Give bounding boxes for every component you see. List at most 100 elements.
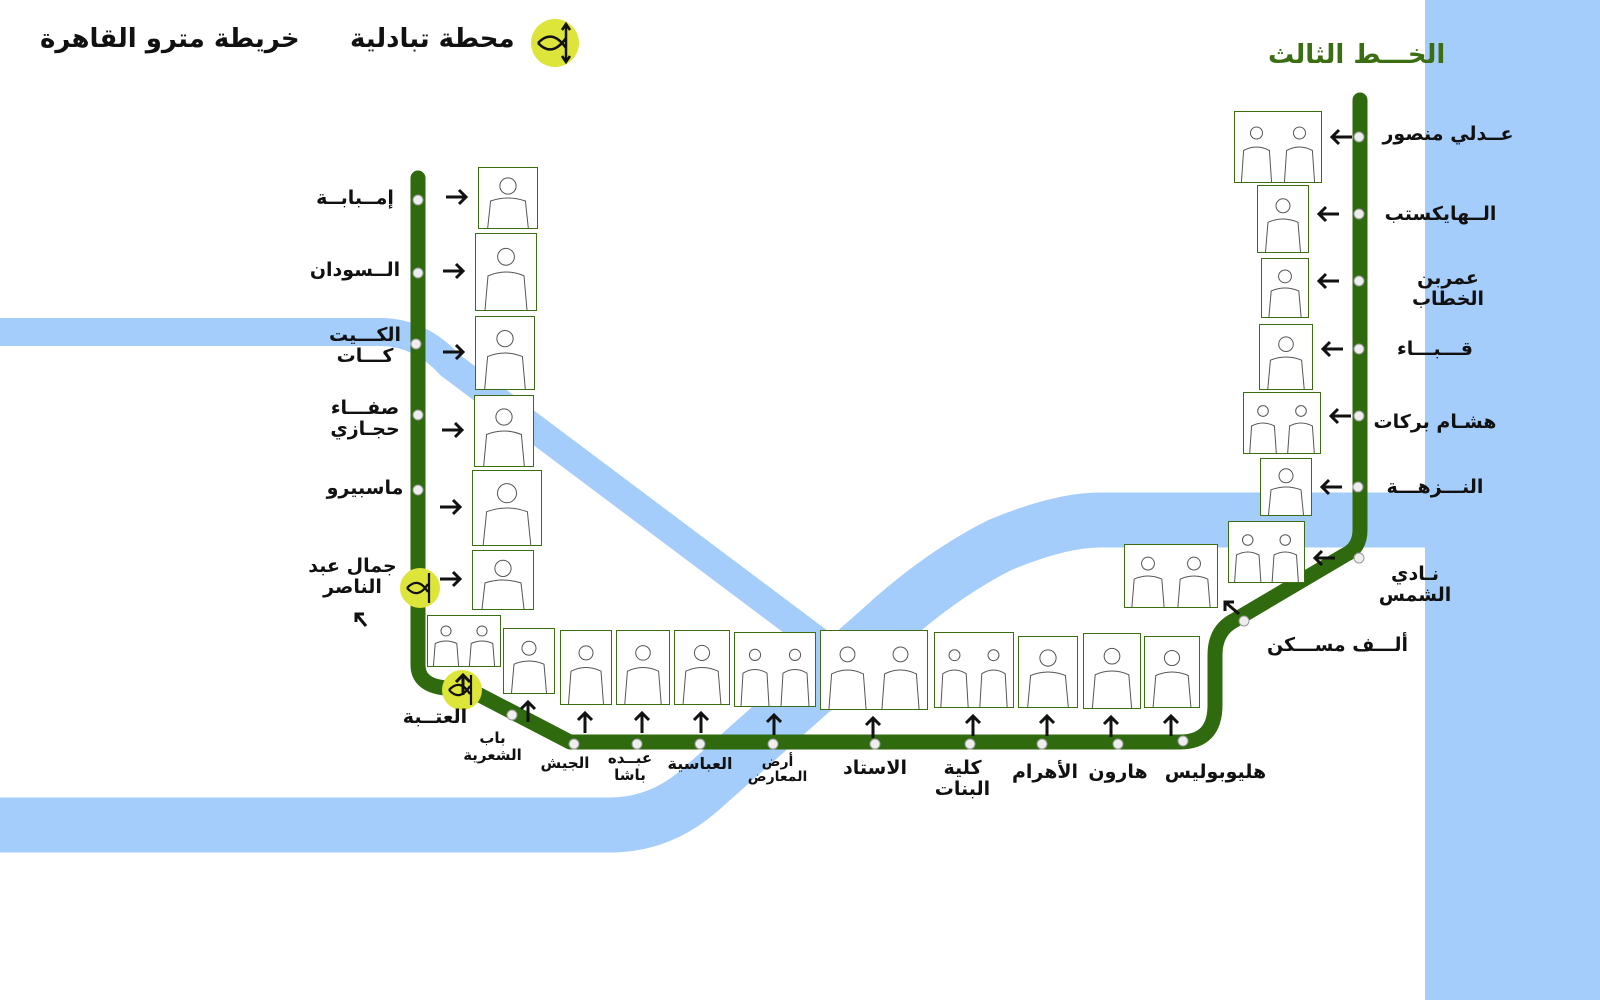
station-dot[interactable] [1353,410,1365,422]
station-dot[interactable] [506,709,518,721]
arrow-icon [1312,549,1335,567]
arrow-icon [576,710,594,733]
sign-language-illustration [934,632,1014,708]
station-dot[interactable] [1353,208,1365,220]
arrow-icon [1316,205,1339,223]
map-title: خريطة مترو القاهرة [40,24,300,54]
sign-language-illustration [474,395,534,467]
station-label[interactable]: صفـــاء حجـازي [330,397,400,440]
station-label[interactable]: عــدلي منصور [1382,123,1514,145]
station-label[interactable]: أرض المعارض [747,754,808,786]
station-dot[interactable] [964,738,976,750]
sign-language-illustration [674,630,730,705]
station-dot[interactable] [412,409,424,421]
station-label[interactable]: النـــزهـــة [1386,476,1484,498]
arrow-icon [1162,713,1180,736]
station-label[interactable]: العتــبة [402,706,468,728]
station-label[interactable]: هليوبوليس [1164,761,1267,783]
sign-language-illustration [503,628,555,694]
station-label[interactable]: الــهايكستب [1384,203,1497,225]
sign-language-illustration [1261,258,1309,318]
arrow-icon [1319,478,1342,496]
arrow-icon [454,672,472,695]
station-dot[interactable] [1352,481,1364,493]
station-label[interactable]: الاستاد [843,757,907,779]
sign-language-illustration [560,630,612,705]
station-dot[interactable] [1353,552,1365,564]
station-dot[interactable] [412,484,424,496]
interchange-icon [400,568,440,608]
sign-language-illustration [478,167,538,229]
station-label[interactable]: الجيش [540,754,590,772]
station-label[interactable]: ألـــف مســـكن [1266,634,1409,656]
arrow-icon [354,612,368,627]
station-label[interactable]: نـادي الشمس [1378,563,1452,606]
station-label[interactable]: عمربن الخطاب [1411,267,1485,310]
station-dot[interactable] [767,738,779,750]
station-label[interactable]: جمال عبد الناصر [308,555,397,598]
sign-language-illustration [1243,392,1321,454]
station-dot[interactable] [694,738,706,750]
station-label[interactable]: هشـام بركات [1373,411,1497,433]
sign-language-illustration [1260,458,1312,516]
arrow-icon [519,699,537,722]
sign-language-illustration [820,630,928,710]
arrow-icon [1329,128,1352,146]
station-dot[interactable] [869,738,881,750]
station-label[interactable]: الكـــيت كـــات [328,324,402,367]
sign-language-illustration [472,470,542,546]
station-dot[interactable] [568,738,580,750]
station-dot[interactable] [1177,735,1189,747]
station-label[interactable]: الــسودان [309,259,401,281]
arrow-icon [1328,407,1351,425]
arrow-icon [864,715,882,738]
station-label[interactable]: إمــبابــة [316,187,394,209]
arrow-icon [1316,272,1339,290]
sign-language-illustration [616,630,670,705]
station-dot[interactable] [1112,738,1124,750]
legend-interchange-label: محطة تبادلية [350,24,515,54]
arrow-icon [442,421,465,439]
station-dot[interactable] [412,267,424,279]
arrow-icon [446,188,469,206]
arrow-icon [1102,714,1120,737]
arrow-icon [765,712,783,735]
arrow-icon [633,710,651,733]
station-dot[interactable] [1238,615,1250,627]
station-label[interactable]: باب الشعرية [463,729,522,764]
sign-language-illustration [475,233,537,311]
station-label[interactable]: الأهرام [1011,761,1079,783]
sign-language-illustration [1257,185,1309,253]
station-dot[interactable] [1353,131,1365,143]
station-label[interactable]: العباسية [667,754,733,773]
station-label[interactable]: قـــبـــاء [1396,338,1473,360]
station-dot[interactable] [410,338,422,350]
station-label[interactable]: كلية البنات [934,757,991,800]
arrow-icon [964,713,982,736]
sign-language-illustration [475,316,535,390]
station-dot[interactable] [412,194,424,206]
arrow-icon [443,343,466,361]
arrow-icon [1038,713,1056,736]
station-label[interactable]: ماسبيرو [326,477,404,499]
station-dot[interactable] [1036,738,1048,750]
station-label[interactable]: عبــده باشا [607,749,653,784]
station-dot[interactable] [1353,343,1365,355]
station-dot[interactable] [1353,275,1365,287]
river-south-branch [0,492,1440,853]
sign-language-illustration [1259,324,1313,390]
interchange-icon [531,19,579,67]
sign-language-illustration [1083,633,1141,709]
arrow-icon [1320,340,1343,358]
sign-language-illustration [1018,636,1078,708]
sign-language-illustration [1144,636,1200,708]
sign-language-illustration [1124,544,1218,608]
sign-language-illustration [1234,111,1322,183]
sign-language-illustration [472,550,534,610]
station-dot[interactable] [631,738,643,750]
station-label[interactable]: هارون [1088,761,1148,783]
arrow-icon [692,710,710,733]
line-title: الخـــط الثالث [1268,40,1446,70]
arrow-icon [443,262,466,280]
